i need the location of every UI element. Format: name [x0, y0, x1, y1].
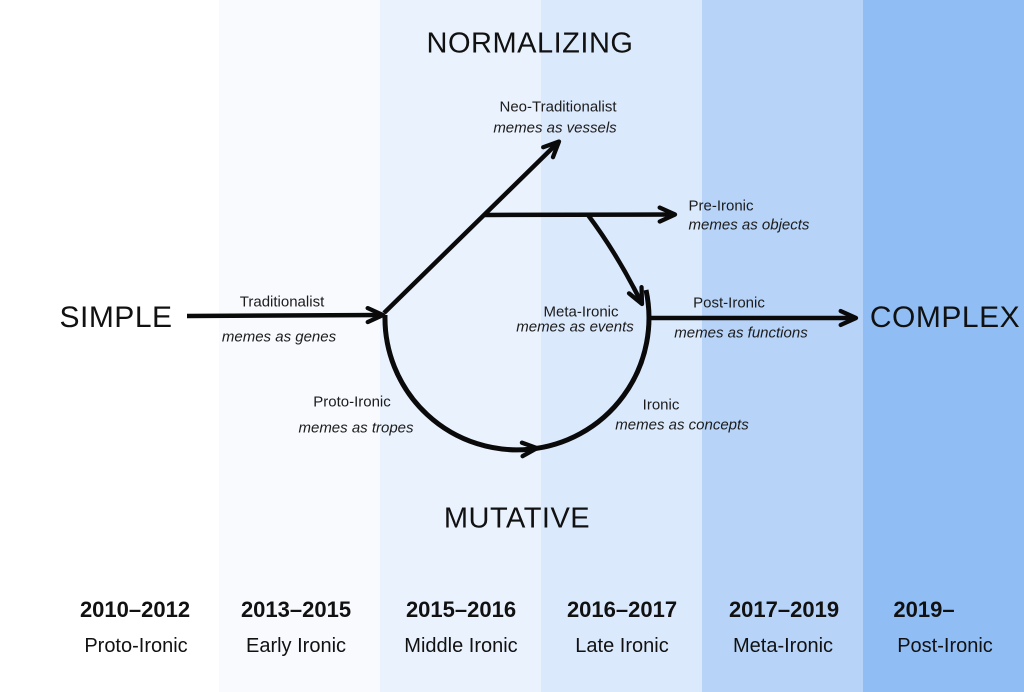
node-neo-traditionalist: Neo-Traditionalist — [499, 98, 617, 116]
node-post-ironic: Post-Ironic — [693, 294, 765, 312]
pre-ironic-arrow — [483, 205, 678, 224]
node-pre-ironic: Pre-Ironic — [688, 197, 754, 215]
timeline-years-2: 2015–2016 — [405, 597, 517, 622]
timeline-years-0: 2010–2012 — [79, 597, 191, 622]
timeline-years-1: 2013–2015 — [240, 597, 352, 622]
node-post-ironic-sub: memes as functions — [674, 324, 808, 342]
neo-traditionalist-arrow — [382, 139, 562, 315]
simple-to-junction-arrow — [186, 305, 386, 325]
node-pre-ironic-sub: memes as objects — [688, 216, 810, 234]
timeline-era-4: Meta-Ironic — [732, 635, 834, 657]
timeline-band-proto-ironic — [0, 0, 219, 692]
timeline-era-2: Middle Ironic — [404, 635, 518, 657]
timeline-era-3: Late Ironic — [575, 635, 669, 657]
node-proto-ironic-sub: memes as tropes — [298, 419, 414, 437]
node-proto-ironic: Proto-Ironic — [313, 393, 391, 411]
node-meta-ironic: Meta-Ironic — [543, 303, 619, 321]
node-traditionalist: Traditionalist — [239, 293, 325, 311]
timeline-band-early-ironic — [219, 0, 380, 692]
timeline-band-late-ironic — [541, 0, 702, 692]
node-ironic: Ironic — [642, 396, 680, 414]
timeline-era-5: Post-Ironic — [897, 635, 993, 657]
zone-title-mutative: MUTATIVE — [443, 502, 591, 535]
timeline-band-middle-ironic — [380, 0, 541, 692]
timeline-years-3: 2016–2017 — [566, 597, 678, 622]
timeline-era-1: Early Ironic — [245, 635, 347, 657]
zone-title-normalizing: NORMALIZING — [426, 27, 634, 60]
node-ironic-sub: memes as concepts — [615, 416, 749, 434]
node-meta-ironic-sub: memes as events — [516, 318, 634, 336]
timeline-years-5: 2019– — [893, 597, 955, 622]
timeline-band-post-ironic — [863, 0, 1024, 692]
axis-label-simple: SIMPLE — [59, 301, 173, 334]
node-traditionalist-sub: memes as genes — [221, 328, 337, 346]
axis-label-complex: COMPLEX — [869, 301, 1021, 334]
timeline-era-0: Proto-Ironic — [84, 635, 188, 657]
timeline-band-meta-ironic — [702, 0, 863, 692]
meta-ironic-branch-arrow — [586, 213, 645, 307]
mutative-loop-arrowhead-icon — [519, 440, 540, 459]
node-neo-traditionalist-sub: memes as vessels — [493, 119, 617, 137]
timeline-years-4: 2017–2019 — [728, 597, 840, 622]
mutative-loop-path — [382, 289, 652, 453]
